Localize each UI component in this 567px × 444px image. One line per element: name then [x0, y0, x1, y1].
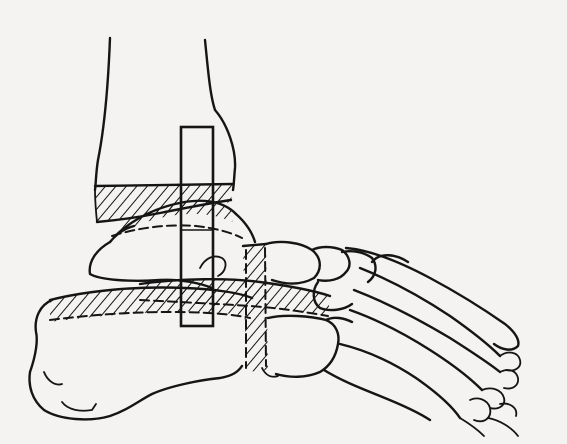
illustration-canvas — [0, 0, 567, 444]
ankle-foot-illustration — [0, 0, 567, 444]
paper-background — [0, 0, 567, 444]
